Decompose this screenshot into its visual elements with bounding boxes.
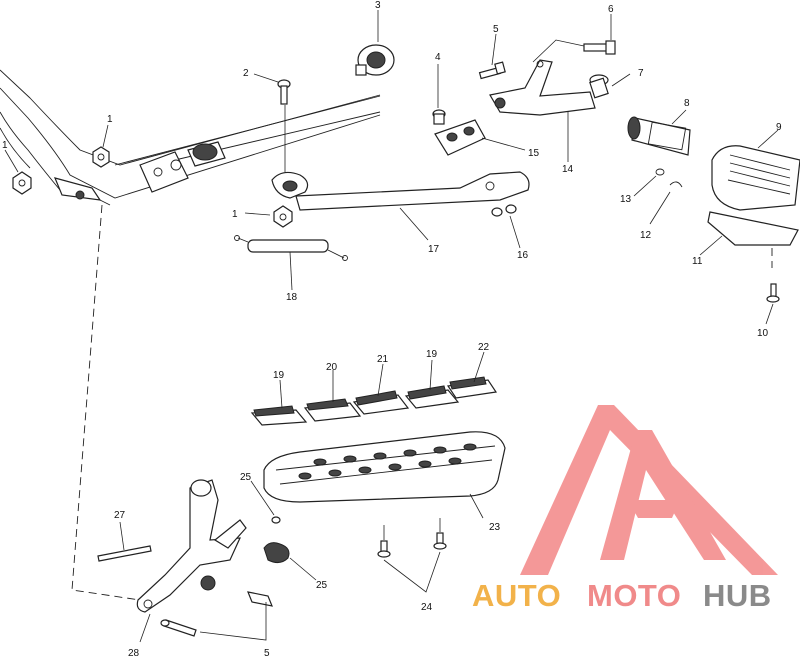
callout-12: 12 [640,230,652,241]
callout-1: 1 [2,140,8,151]
callout-25: 25 [316,580,328,591]
bolt-part-2 [277,79,291,105]
callout-1: 1 [232,209,238,220]
bolts-part-5 [160,591,273,637]
nut-part-1-a [12,171,32,195]
callouts: 1 1 1 2 3 4 5 5 6 7 8 9 10 11 12 13 14 1… [2,0,782,659]
screws-part-24 [377,532,447,558]
watermark-text-auto: AUTO [472,578,561,613]
callout-8: 8 [684,98,690,109]
bushing-part-4 [432,109,446,125]
spring-part-18 [234,235,348,261]
callout-28: 28 [128,648,140,659]
callout-9: 9 [776,122,782,133]
clamp-part-3 [355,44,395,76]
footboard-pad-part-19-b [404,385,460,409]
watermark-logo [520,405,778,575]
callout-17: 17 [428,244,440,255]
callout-27: 27 [114,510,126,521]
watermark-triangle-outer [520,405,778,575]
watermark-text-hub: HUB [703,578,772,613]
callout-6: 6 [608,4,614,15]
pin-part-7 [589,74,609,99]
footpeg-cover-part-9 [711,145,800,211]
callout-18: 18 [286,292,298,303]
footboard-pad-part-19-a [250,405,308,426]
footboard-pad-part-22 [446,376,498,399]
callout-25: 25 [240,472,252,483]
footboard-pad-part-20 [303,398,362,422]
callout-4: 4 [435,52,441,63]
callout-22: 22 [478,342,490,353]
callout-3: 3 [375,0,381,11]
nut-part-1-b [92,146,110,168]
assembly-line [71,204,141,601]
clip-part-12 [669,181,683,188]
watermark-text-moto: MOTO [587,578,681,613]
bracket-pad-part-15 [434,119,486,156]
callout-19: 19 [273,370,285,381]
callout-23: 23 [489,522,501,533]
footboard-part-23 [263,431,506,503]
bolt-part-5 [478,61,506,80]
nut-part-1-c [273,205,293,228]
callout-5: 5 [264,648,270,659]
callout-11: 11 [692,256,703,267]
watermark-triangle-inner [600,430,726,560]
screw-part-10 [766,283,780,303]
footrest-bracket-part-14 [489,59,596,116]
leader-lines [4,10,779,643]
callout-21: 21 [377,354,389,365]
bolt-part-6 [583,40,616,55]
callout-2: 2 [243,68,249,79]
callout-20: 20 [326,362,338,373]
callout-7: 7 [638,68,644,79]
footboard-pad-part-21 [352,390,410,415]
callout-5: 5 [493,24,499,35]
brake-pedal-arm-part-17 [271,105,530,211]
frame-tube [0,69,381,206]
callout-13: 13 [620,194,632,205]
washers-part-16 [491,204,517,217]
pin-part-27 [97,545,152,562]
watermark-text: AUTO MOTO HUB [472,578,772,613]
callout-19: 19 [426,349,438,360]
callout-14: 14 [562,164,574,175]
watermark-triangle-notch [628,500,680,518]
heel-guard-part-11 [707,211,799,246]
callout-16: 16 [517,250,529,261]
washer-part-25 [271,516,281,524]
callout-15: 15 [528,148,540,159]
callout-10: 10 [757,328,769,339]
mount-bracket-part-28 [136,479,247,613]
clip-part-13 [655,168,665,176]
spring-clip-part-25 [263,542,290,564]
footboard-holes [298,443,477,480]
callout-24: 24 [421,602,433,613]
footpeg-part-8 [627,116,691,156]
callout-1: 1 [107,114,113,125]
